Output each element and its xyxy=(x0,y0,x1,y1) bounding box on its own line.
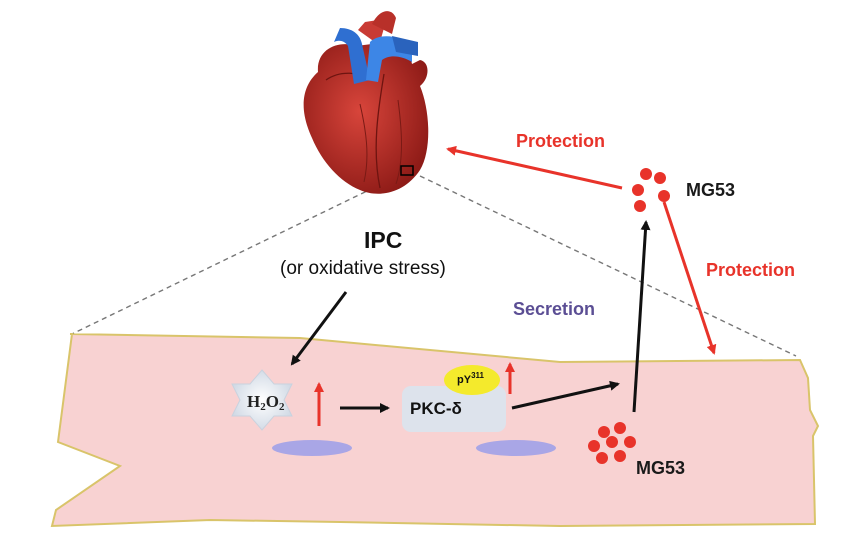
heart-icon xyxy=(303,11,429,194)
secretion-label: Secretion xyxy=(513,299,596,319)
h2o2-h: H xyxy=(247,392,261,411)
pkc-delta-label: PKC-δ xyxy=(410,399,462,418)
mg53-cluster-secreted xyxy=(632,168,670,212)
mg53-label-bottom: MG53 xyxy=(636,458,686,478)
membrane-patch-right xyxy=(476,440,556,456)
py311-label: pY311 xyxy=(457,371,484,386)
ipc-to-h2o2-arrow xyxy=(290,291,348,366)
py-base: pY xyxy=(457,374,472,386)
pkc-to-mg53-arrow xyxy=(511,380,620,410)
protection-label-top: Protection xyxy=(516,131,606,151)
protection-arrow-cell xyxy=(662,201,717,355)
protection-arrow-heart xyxy=(446,145,623,190)
mg53-cluster-intracellular xyxy=(588,422,636,464)
zoom-guide-left xyxy=(71,175,399,335)
pkc-delta-box xyxy=(402,386,506,432)
phospho-py311-badge xyxy=(444,365,500,395)
h2o2-sub-2: 2 xyxy=(278,401,285,413)
protection-label-right: Protection xyxy=(706,260,796,280)
ipc-sub-label: (or oxidative stress) xyxy=(280,258,446,279)
zoom-guide-right xyxy=(419,175,797,357)
h2o2-label: H2O2 xyxy=(247,392,284,413)
secretion-arrow xyxy=(632,220,651,413)
h2o2-o: O xyxy=(265,392,279,411)
h2o2-star-icon xyxy=(231,369,293,431)
membrane-patch-left xyxy=(272,440,352,456)
py-sup: 311 xyxy=(471,371,484,380)
h2o2-sub-1: 2 xyxy=(260,401,266,413)
mg53-label-top: MG53 xyxy=(686,180,736,200)
ipc-label: IPC xyxy=(364,227,403,253)
